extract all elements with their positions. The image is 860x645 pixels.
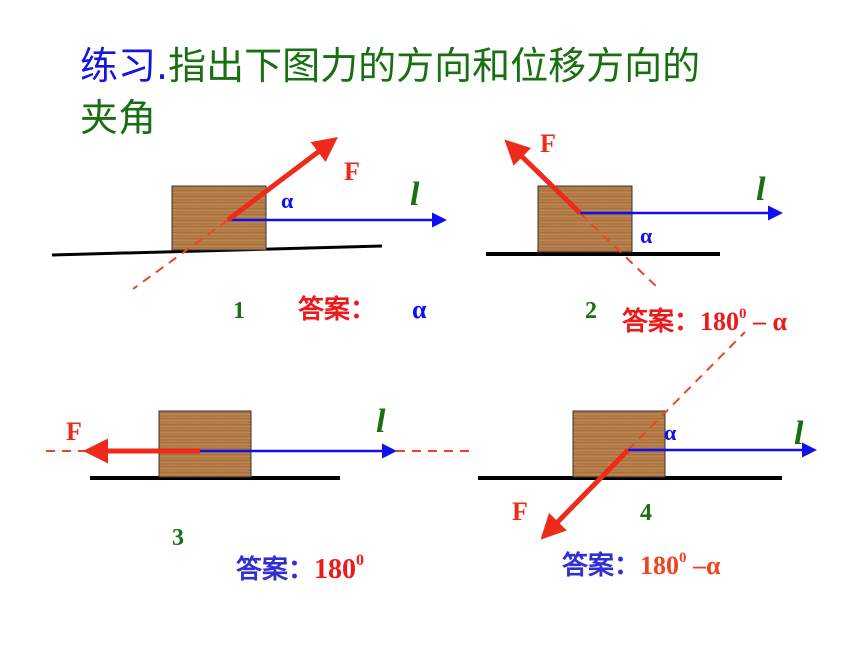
force-extension-4	[627, 331, 746, 451]
alpha-label-1: α	[281, 188, 294, 213]
force-extension-1	[132, 219, 229, 290]
force-arrow-1	[226, 136, 338, 222]
answer-base-2: 180	[700, 307, 739, 336]
force-label-2: F	[540, 129, 556, 158]
answer-sup-3: 0	[356, 552, 364, 569]
answer-sup-4: 0	[679, 550, 687, 566]
diagram-number-1: 1	[233, 298, 245, 324]
displacement-label-3: l	[376, 403, 386, 440]
answer-prefix-3: 答案：1800	[236, 552, 364, 585]
diagram-1: F α l 1 答案： α	[51, 136, 447, 325]
answer-prefix-text-4: 答案：	[562, 550, 640, 581]
answer-tail-2: – α	[747, 307, 788, 336]
diagram-3: F l 3 答案：1800	[46, 403, 470, 585]
answer-prefix-text-2: 答案：	[622, 306, 700, 337]
force-label-4: F	[512, 497, 528, 526]
title-line1: 指出下图力的方向和位移方向的	[168, 44, 701, 88]
alpha-label-4: α	[664, 420, 677, 445]
force-extension-2	[579, 212, 661, 291]
answer-prefix-text-3: 答案：	[236, 554, 314, 585]
displacement-label-1: l	[410, 176, 420, 213]
alpha-label-2: α	[640, 223, 653, 248]
diagram-4: F α l 4 答案：1800 –α	[478, 331, 817, 581]
answer-prefix-1: 答案：	[298, 294, 376, 325]
answer-value-1: α	[412, 295, 427, 324]
force-label-3: F	[66, 417, 82, 446]
title-prefix: 练习.	[80, 44, 169, 88]
answer-sup-2: 0	[739, 306, 747, 322]
block-3	[158, 410, 252, 478]
diagram-number-4: 4	[640, 500, 652, 526]
exercise-title: 练习.指出下图力的方向和位移方向的 夹角	[80, 40, 820, 144]
force-label-1: F	[344, 157, 360, 186]
diagram-2: F α l 2 答案：1800 – α	[486, 129, 788, 337]
block-4	[572, 410, 666, 478]
answer-base-4: 180	[640, 551, 679, 580]
force-arrow-2	[504, 139, 582, 215]
displacement-label-2: l	[756, 171, 766, 208]
title-line2: 夹角	[80, 96, 157, 140]
block-1	[171, 185, 267, 251]
answer-tail-4: –α	[687, 551, 722, 580]
answer-prefix-2: 答案：1800 – α	[622, 306, 788, 337]
force-arrow-4	[540, 448, 630, 540]
diagram-number-2: 2	[585, 298, 597, 324]
diagram-number-3: 3	[172, 525, 184, 551]
displacement-label-4: l	[794, 415, 804, 452]
answer-base-3: 180	[314, 554, 356, 585]
answer-prefix-4: 答案：1800 –α	[562, 550, 721, 581]
